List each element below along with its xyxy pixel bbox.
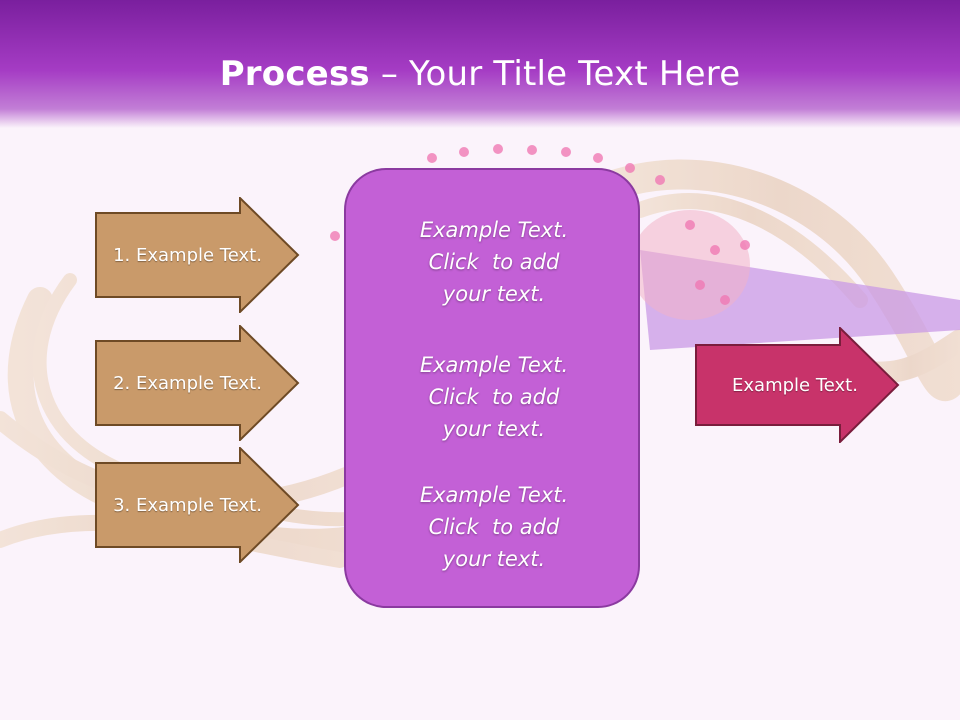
- step-label-2: 2. Example Text.: [113, 372, 262, 394]
- output-arrow[interactable]: Example Text.: [695, 327, 900, 443]
- process-text-3-line-3: your text.: [442, 547, 546, 571]
- process-text-2-line-3: your text.: [442, 417, 546, 441]
- process-text-3: Example Text. Click to add your text.: [346, 479, 642, 575]
- arrow-right-icon: [95, 447, 300, 563]
- step-label-3: 3. Example Text.: [113, 494, 262, 516]
- arrow-right-icon: [695, 327, 900, 443]
- title-bold: Process: [219, 54, 370, 94]
- process-text-1: Example Text. Click to add your text.: [346, 214, 642, 310]
- process-text-1-line-1: Example Text.: [419, 218, 569, 242]
- title-rest: – Your Title Text Here: [369, 54, 741, 94]
- step-arrow-3[interactable]: 3. Example Text.: [95, 447, 300, 563]
- process-text-2: Example Text. Click to add your text.: [346, 349, 642, 445]
- arrow-right-icon: [95, 325, 300, 441]
- process-text-1-line-2: Click to add: [428, 250, 560, 274]
- step-arrow-1[interactable]: 1. Example Text.: [95, 197, 300, 313]
- title-bar: [0, 0, 960, 128]
- output-label: Example Text.: [732, 374, 858, 396]
- arrow-right-icon: [95, 197, 300, 313]
- process-text-3-line-2: Click to add: [428, 515, 560, 539]
- process-text-1-line-3: your text.: [442, 282, 546, 306]
- process-text-2-line-1: Example Text.: [419, 353, 569, 377]
- hairbrush-image: [330, 144, 960, 350]
- step-arrow-2[interactable]: 2. Example Text.: [95, 325, 300, 441]
- step-label-1: 1. Example Text.: [113, 244, 262, 266]
- process-text-2-line-2: Click to add: [428, 385, 560, 409]
- slide-title: Process – Your Title Text Here: [0, 52, 960, 96]
- process-text-3-line-1: Example Text.: [419, 483, 569, 507]
- process-box[interactable]: Example Text. Click to add your text. Ex…: [344, 168, 640, 608]
